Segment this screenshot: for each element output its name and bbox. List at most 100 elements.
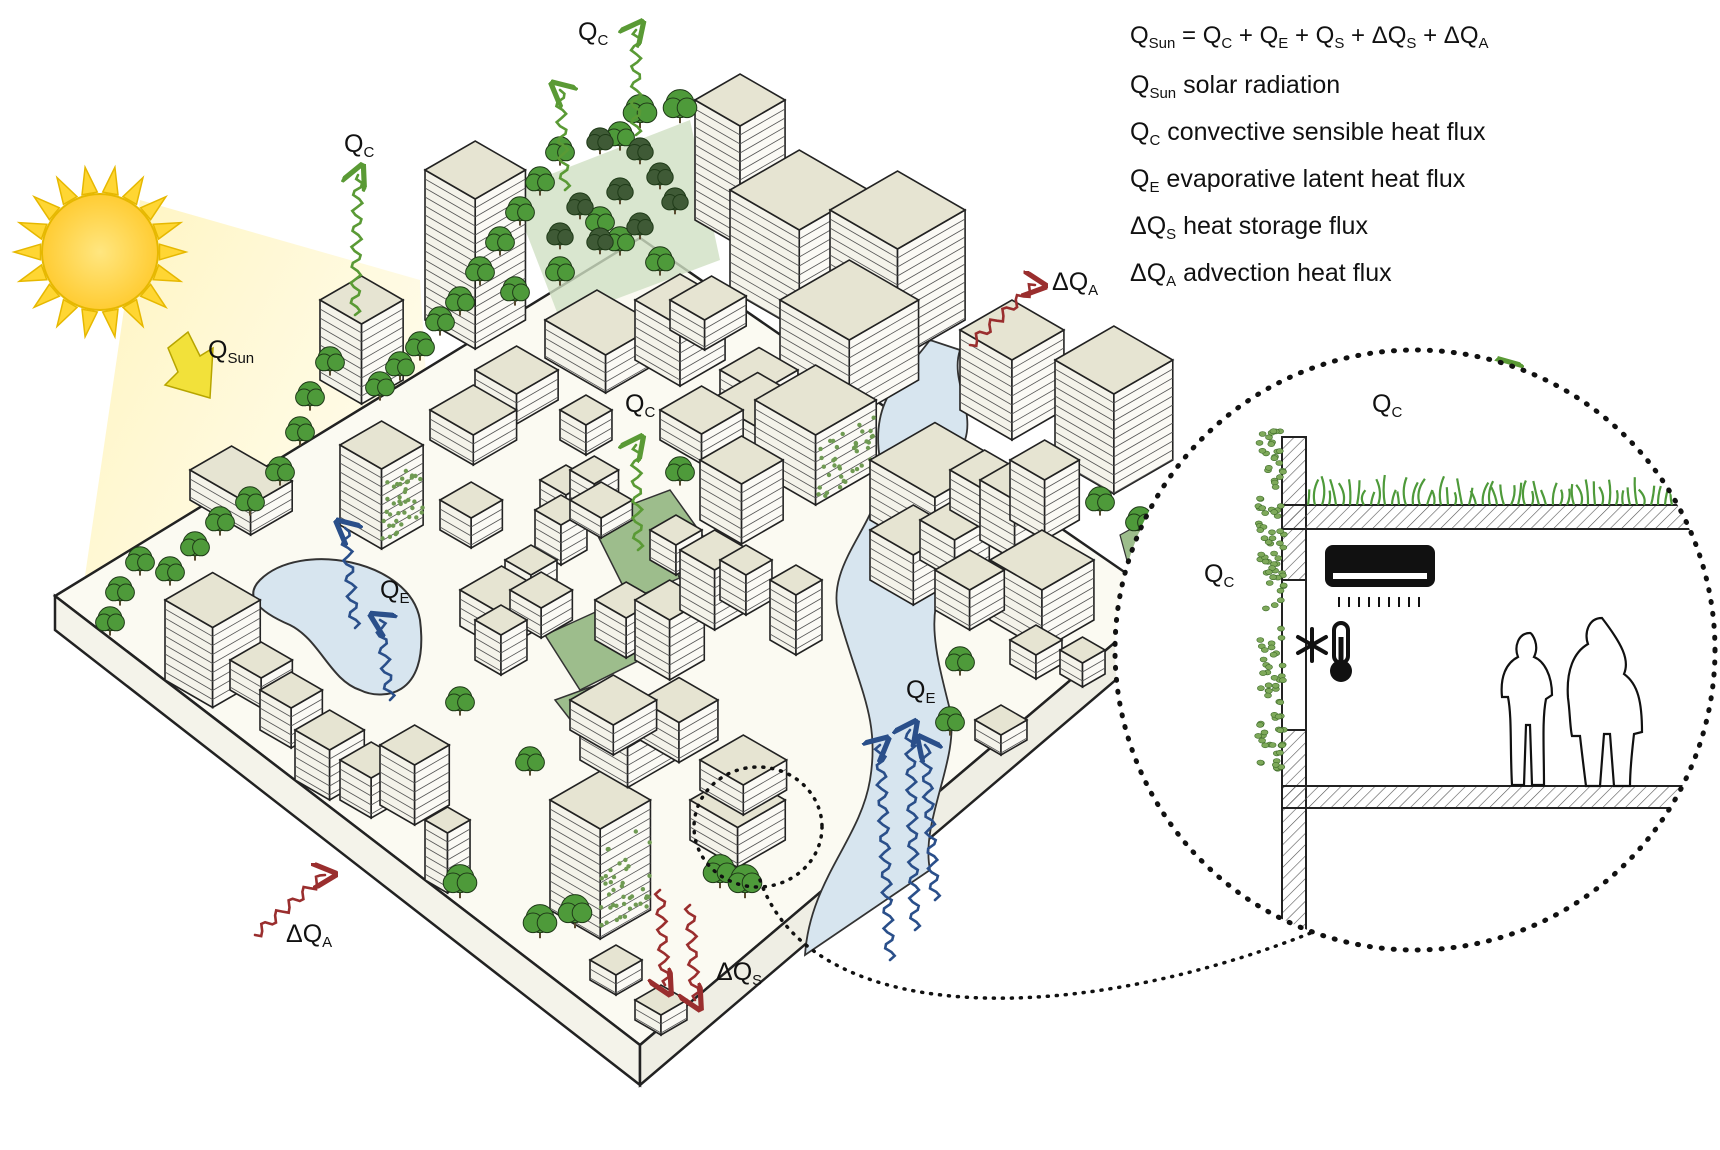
ivy-leaf	[1279, 678, 1286, 683]
ivy-leaf	[1256, 440, 1263, 445]
legend-item-dqs: ΔQS heat storage flux	[1130, 207, 1489, 254]
sun-ray	[19, 265, 47, 281]
ivy-leaf	[1278, 635, 1285, 640]
legend-item-qsun: QSun solar radiation	[1130, 66, 1489, 113]
grass-blade	[1691, 483, 1693, 505]
ivy-leaf	[1277, 598, 1284, 603]
building	[475, 605, 527, 675]
building-section-inset	[1115, 350, 1715, 1067]
eq-operator: +	[1423, 22, 1437, 49]
sun-ray	[14, 244, 41, 260]
ivy-leaf	[1271, 456, 1278, 461]
label-dqa-right: ΔQA	[1052, 268, 1098, 299]
ivy-leaf	[1268, 442, 1275, 447]
ivy-leaf	[1259, 432, 1266, 437]
ivy-leaf	[1259, 506, 1266, 511]
legend-item-qc: QC convective sensible heat flux	[1130, 113, 1489, 160]
ivy-leaf	[1272, 485, 1279, 490]
building	[720, 545, 772, 615]
ivy-leaf	[1261, 730, 1268, 735]
label-qe-pond: QE	[380, 576, 409, 607]
ivy-leaf	[1259, 448, 1266, 453]
wall-section	[1282, 437, 1306, 1067]
ivy-leaf	[1271, 675, 1278, 680]
ivy-leaf	[1266, 435, 1273, 440]
grass-blade	[1329, 491, 1330, 505]
ivy-leaf	[1265, 683, 1272, 688]
ivy-leaf	[1270, 652, 1277, 657]
ivy-leaf	[1261, 648, 1268, 653]
grass-blade	[1682, 483, 1688, 505]
ivy-leaf	[1258, 552, 1265, 557]
ivy-leaf	[1280, 469, 1287, 474]
sun-ray	[103, 167, 118, 195]
ivy-leaf	[1275, 556, 1282, 561]
ivy-leaf	[1257, 638, 1264, 643]
ivy-leaf	[1280, 545, 1287, 550]
label-qc-mid: QC	[625, 390, 655, 421]
ivy-leaf	[1262, 511, 1269, 516]
sun-ray	[82, 309, 97, 337]
sun-ray	[103, 309, 118, 337]
building	[1010, 440, 1079, 540]
building	[700, 436, 783, 544]
ivy-leaf	[1255, 733, 1262, 738]
ivy-leaf	[1271, 551, 1278, 556]
ivy-leaf	[1268, 645, 1275, 650]
ivy-leaf	[1260, 671, 1267, 676]
label-dqa-left: ΔQA	[286, 920, 332, 951]
eq-sub: C	[1221, 35, 1232, 52]
sun-ray	[19, 223, 47, 239]
ivy-leaf	[1257, 722, 1264, 727]
building	[770, 565, 822, 655]
grass-blade	[1447, 487, 1448, 505]
legend-item-qe: QE evaporative latent heat flux	[1130, 160, 1489, 207]
label-qc-top: QC	[578, 18, 608, 49]
eq-term: ΔQ	[1372, 22, 1407, 49]
grass-blade	[1594, 481, 1595, 505]
eq-sub: S	[1334, 35, 1344, 52]
energy-balance-equation: QSun = QC + QE + QS + ΔQS + ΔQA	[1130, 22, 1489, 52]
building	[340, 421, 425, 549]
grass-blade	[1308, 489, 1309, 505]
eq-operator: +	[1295, 22, 1309, 49]
ivy-leaf	[1262, 743, 1269, 748]
ivy-leaf	[1275, 714, 1282, 719]
ivy-leaf	[1271, 603, 1278, 608]
ivy-leaf	[1279, 663, 1286, 668]
eq-operator: +	[1351, 22, 1365, 49]
eq-sub: A	[1478, 35, 1488, 52]
label-qe-river: QE	[906, 676, 935, 707]
eq-term: Q	[1203, 22, 1222, 49]
eq-operator: +	[1239, 22, 1253, 49]
grass-blade	[1532, 491, 1533, 505]
eq-term: ΔQ	[1444, 22, 1479, 49]
ivy-leaf	[1277, 504, 1284, 509]
ivy-leaf	[1272, 683, 1279, 688]
ivy-leaf	[1265, 465, 1272, 470]
ivy-leaf	[1278, 626, 1285, 631]
legend-item-dqa: ΔQA advection heat flux	[1130, 254, 1489, 301]
eq-sub: Sun	[1149, 35, 1176, 52]
sun-ray	[82, 167, 97, 195]
ivy-leaf	[1276, 461, 1283, 466]
ivy-leaf	[1266, 665, 1273, 670]
ivy-leaf	[1269, 743, 1276, 748]
grass-blade	[1622, 490, 1623, 505]
ivy-leaf	[1269, 530, 1276, 535]
eq-term: Q	[1316, 22, 1335, 49]
ivy-leaf	[1271, 510, 1278, 515]
eq-term: Q	[1260, 22, 1279, 49]
label-qc-inset-wall: QC	[1204, 560, 1234, 591]
ivy-leaf	[1277, 588, 1284, 593]
ivy-leaf	[1277, 529, 1284, 534]
eq-operator: =	[1182, 22, 1196, 49]
building	[960, 300, 1064, 440]
ivy-leaf	[1279, 743, 1286, 748]
ivy-leaf	[1261, 536, 1268, 541]
ivy-leaf	[1257, 528, 1264, 533]
ivy-leaf	[1277, 700, 1284, 705]
ivy-leaf	[1270, 575, 1277, 580]
ivy-leaf	[1276, 449, 1283, 454]
ivy-leaf	[1262, 559, 1269, 564]
